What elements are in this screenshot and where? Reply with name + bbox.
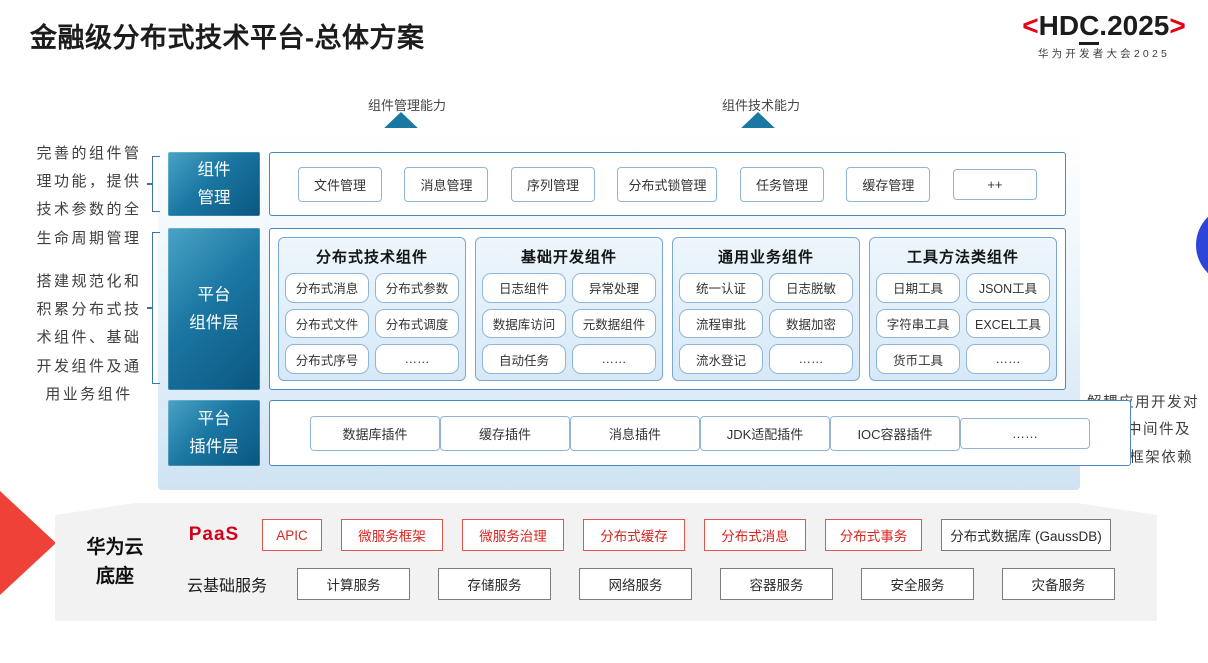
- capability-label-technology: 组件技术能力: [722, 98, 801, 113]
- layer-platform-components: 平台 组件层 分布式技术组件 分布式消息 分布式参数 分布式文件 分布式调度 分…: [168, 228, 1066, 390]
- note-component-management: 完善的组件管 理功能，提供 技术参数的全 生命周期管理: [36, 145, 142, 247]
- plugin-chip-jdk: JDK适配插件: [700, 415, 830, 451]
- component-item: 字符串工具: [876, 308, 960, 339]
- column-basic-dev: 基础开发组件 日志组件 异常处理 数据库访问 元数据组件 自动任务 ……: [475, 237, 663, 381]
- iaas-chip-disaster-recovery: 灾备服务: [1002, 568, 1115, 600]
- paas-chip-microservice-governance: 微服务治理: [462, 519, 564, 551]
- cloud-base-label: 华为云 底座: [86, 536, 144, 587]
- component-item: ……: [966, 344, 1050, 374]
- paas-chip-gaussdb: 分布式数据库 (GaussDB): [941, 519, 1111, 551]
- column-title: 工具方法类组件: [906, 249, 1019, 266]
- capability-label-management: 组件管理能力: [368, 98, 447, 113]
- component-item: 统一认证: [679, 273, 763, 303]
- component-item: ……: [769, 344, 853, 374]
- iaas-chip-compute: 计算服务: [297, 568, 410, 600]
- bracket-icon: [147, 232, 160, 384]
- column-common-business: 通用业务组件 统一认证 日志脱敏 流程审批 数据加密 流水登记 ……: [672, 237, 860, 381]
- platform-plugins-box: 数据库插件 缓存插件 消息插件 JDK适配插件 IOC容器插件 ……: [269, 400, 1131, 466]
- component-item: 自动任务: [482, 344, 566, 374]
- component-item: 分布式调度: [375, 308, 459, 339]
- plugin-chip-ioc: IOC容器插件: [830, 415, 960, 451]
- column-distributed-tech: 分布式技术组件 分布式消息 分布式参数 分布式文件 分布式调度 分布式序号 ……: [278, 237, 466, 381]
- paas-chip-distributed-transaction: 分布式事务: [825, 519, 922, 551]
- blue-circle-icon: [1196, 206, 1208, 284]
- component-item: 流水登记: [679, 344, 763, 374]
- component-item: 数据库访问: [482, 308, 566, 339]
- plugin-chip-database: 数据库插件: [310, 415, 440, 451]
- component-item: EXCEL工具: [966, 308, 1050, 339]
- component-item: 日志脱敏: [769, 273, 853, 303]
- paas-chip-microservice-framework: 微服务框架: [341, 519, 443, 551]
- layer-label-platform-components: 平台 组件层: [168, 228, 260, 390]
- component-item: JSON工具: [966, 273, 1050, 303]
- logo-hd: HD: [1038, 10, 1080, 41]
- layer-component-management: 组件 管理 文件管理 消息管理 序列管理 分布式锁管理 任务管理 缓存管理 ++: [168, 152, 1066, 216]
- component-item: 数据加密: [769, 308, 853, 339]
- component-item: 元数据组件: [572, 308, 656, 339]
- plugin-chip-more: ……: [960, 417, 1090, 449]
- hdc-logo: <HDC.2025> 华为开发者大会2025: [1006, 10, 1202, 61]
- plugin-chip-cache: 缓存插件: [440, 415, 570, 451]
- component-item: 流程审批: [679, 308, 763, 339]
- component-item: 日志组件: [482, 273, 566, 303]
- component-management-box: 文件管理 消息管理 序列管理 分布式锁管理 任务管理 缓存管理 ++: [269, 152, 1066, 216]
- iaas-chip-container: 容器服务: [720, 568, 833, 600]
- red-arrowhead-icon: [0, 491, 56, 595]
- mgmt-chip-distributed-lock: 分布式锁管理: [617, 166, 718, 202]
- logo-year: .2025: [1099, 10, 1170, 41]
- component-item: ……: [572, 344, 656, 374]
- component-item: 货币工具: [876, 344, 960, 374]
- component-item: 分布式参数: [375, 273, 459, 303]
- layer-platform-plugins: 平台 插件层 数据库插件 缓存插件 消息插件 JDK适配插件 IOC容器插件 ……: [168, 400, 1131, 466]
- paas-label: PaaS: [188, 524, 240, 545]
- paas-row: PaaS APIC 微服务框架 微服务治理 分布式缓存 分布式消息 分布式事务 …: [185, 518, 1111, 552]
- column-tool-methods: 工具方法类组件 日期工具 JSON工具 字符串工具 EXCEL工具 货币工具 ……: [869, 237, 1057, 381]
- mgmt-chip-sequence: 序列管理: [510, 166, 595, 202]
- mgmt-chip-file: 文件管理: [298, 166, 382, 202]
- paas-chip-apic: APIC: [262, 519, 322, 551]
- layer-label-platform-plugins: 平台 插件层: [168, 400, 260, 466]
- platform-components-box: 分布式技术组件 分布式消息 分布式参数 分布式文件 分布式调度 分布式序号 ………: [269, 228, 1066, 390]
- mgmt-chip-message: 消息管理: [404, 166, 489, 202]
- column-title: 基础开发组件: [520, 249, 617, 266]
- component-item: ……: [375, 344, 459, 374]
- column-title: 分布式技术组件: [315, 249, 428, 266]
- logo-c-underlined: C: [1079, 10, 1100, 45]
- paas-chip-distributed-message: 分布式消息: [704, 519, 806, 551]
- mgmt-chip-task: 任务管理: [739, 166, 824, 202]
- page-title: 金融级分布式技术平台-总体方案: [30, 23, 425, 53]
- logo-subtitle: 华为开发者大会2025: [1037, 48, 1171, 60]
- mgmt-chip-plus: ++: [952, 168, 1037, 200]
- component-item: 异常处理: [572, 273, 656, 303]
- logo-open-bracket-icon: <: [1022, 10, 1039, 41]
- iaas-chip-storage: 存储服务: [438, 568, 551, 600]
- paas-chip-distributed-cache: 分布式缓存: [583, 519, 685, 551]
- column-title: 通用业务组件: [717, 249, 814, 266]
- hdc-logo-text: <HDC.2025>: [1006, 10, 1202, 45]
- iaas-row: 云基础服务 计算服务 存储服务 网络服务 容器服务 安全服务 灾备服务: [185, 567, 1115, 601]
- component-item: 分布式消息: [285, 273, 369, 303]
- iaas-chip-network: 网络服务: [579, 568, 692, 600]
- component-item: 日期工具: [876, 273, 960, 303]
- huawei-cloud-base: 华为云 底座 PaaS APIC 微服务框架 微服务治理 分布式缓存 分布式消息…: [55, 503, 1157, 621]
- iaas-chip-security: 安全服务: [861, 568, 974, 600]
- note-platform-components: 搭建规范化和 积累分布式技 术组件、基础 开发组件及通 用业务组件: [36, 273, 142, 403]
- iaas-label: 云基础服务: [186, 578, 267, 595]
- bracket-icon: [147, 156, 160, 212]
- logo-close-bracket-icon: >: [1169, 10, 1186, 41]
- layer-label-component-management: 组件 管理: [168, 152, 260, 216]
- mgmt-chip-cache: 缓存管理: [846, 166, 931, 202]
- component-item: 分布式序号: [285, 344, 369, 374]
- plugin-chip-message: 消息插件: [570, 415, 700, 451]
- component-item: 分布式文件: [285, 308, 369, 339]
